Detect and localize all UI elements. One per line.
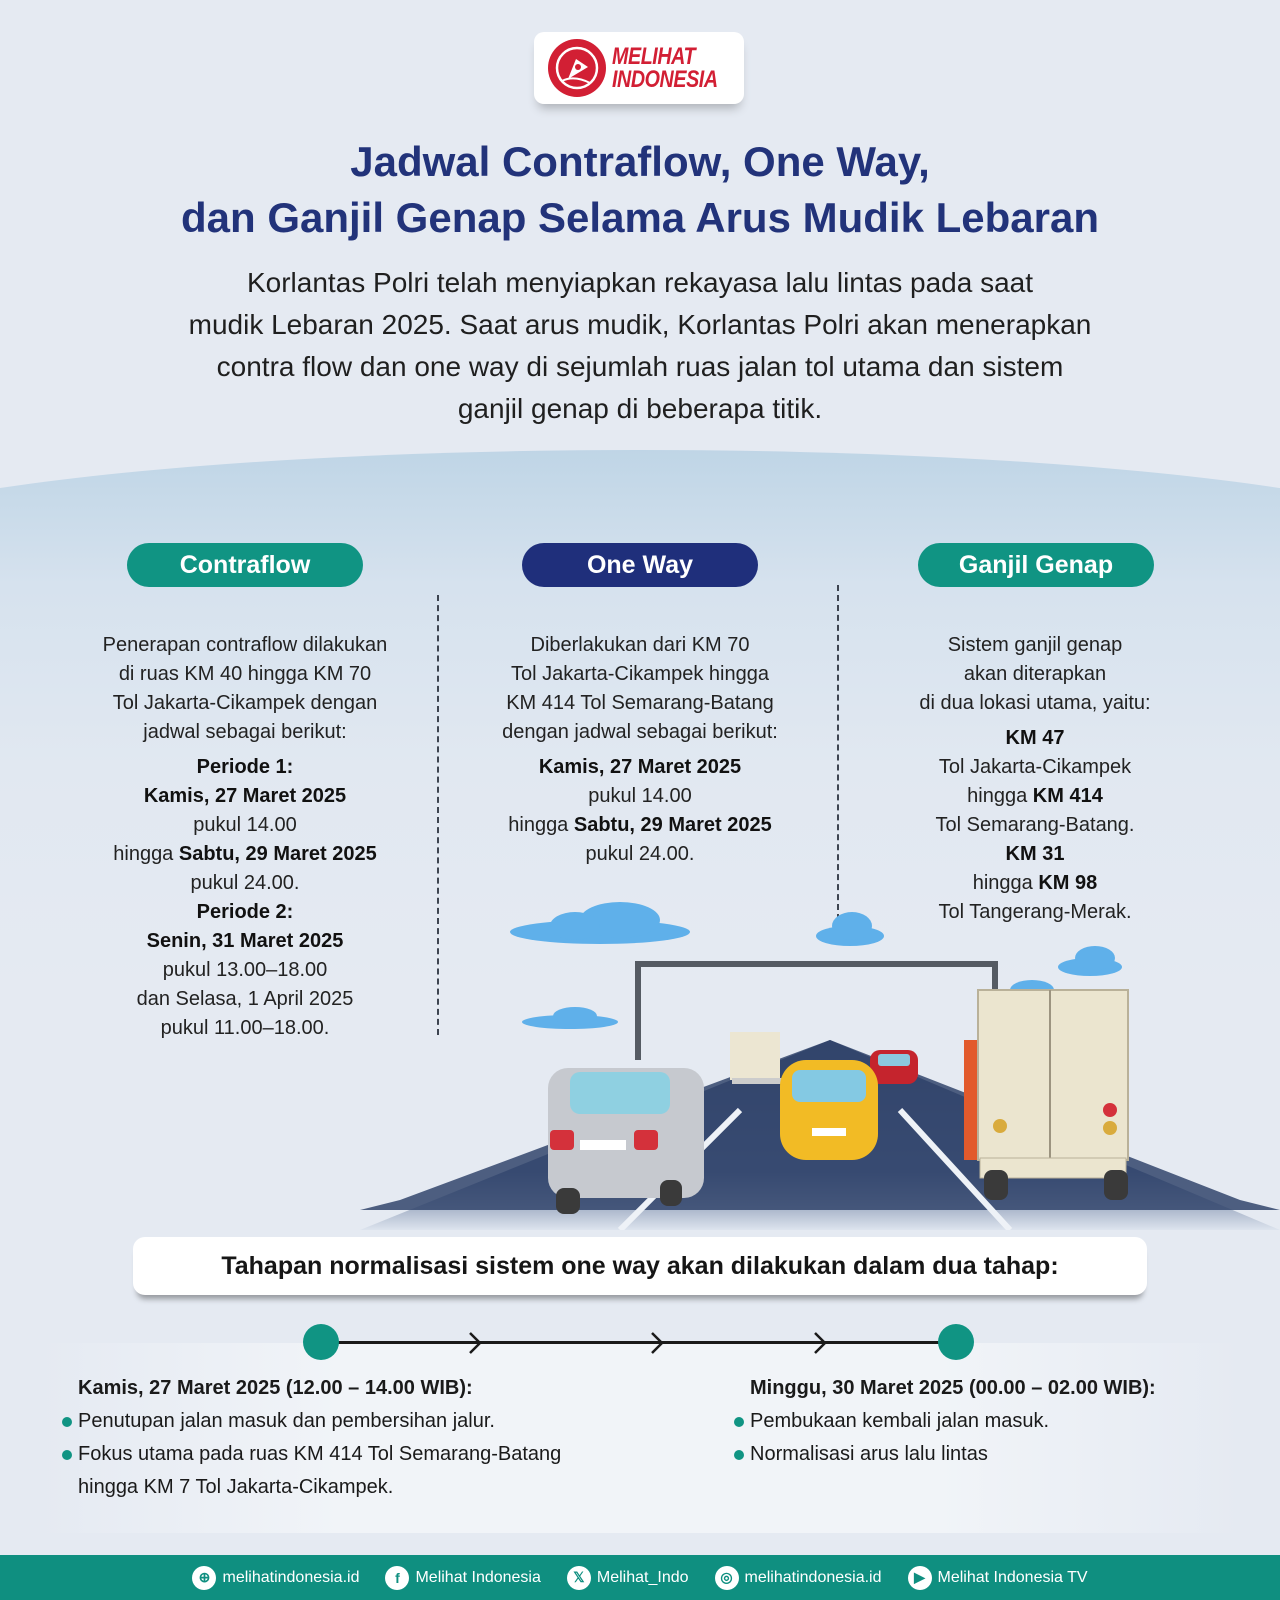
- location-start: KM 31: [1005, 843, 1065, 865]
- ganjilgenap-details: Sistem ganjil genap akan diterapkan di d…: [860, 631, 1210, 927]
- footer-youtube-link[interactable]: ▶ Melihat Indonesia TV: [907, 1565, 1088, 1590]
- desc-line: Diberlakukan dari KM 70: [530, 634, 750, 656]
- period-and-time: pukul 11.00–18.00.: [160, 1017, 330, 1039]
- period-date: Kamis, 27 Maret 2025: [143, 785, 347, 807]
- footer-label: melihatindonesia.id: [744, 1568, 882, 1586]
- period-time: pukul 14.00: [193, 814, 297, 836]
- highway-illustration: [360, 900, 1280, 1233]
- intro-line: ganjil genap di beberapa titik.: [457, 393, 823, 424]
- footer-label: Melihat Indonesia: [415, 1568, 541, 1586]
- desc-line: KM 414 Tol Semarang-Batang: [506, 692, 774, 714]
- timeline: [300, 1322, 980, 1362]
- footer-social-bar: ⊕ melihatindonesia.id f Melihat Indonesi…: [0, 1555, 1280, 1600]
- desc-line: akan diterapkan: [963, 663, 1107, 685]
- until-prefix: hingga: [967, 785, 1033, 807]
- brand-wordmark: MELIHAT INDONESIA: [612, 43, 718, 93]
- footer-x-link[interactable]: 𝕏 Melihat_Indo: [566, 1565, 689, 1590]
- until-prefix: hingga: [113, 843, 179, 865]
- desc-line: di ruas KM 40 hingga KM 70: [118, 663, 372, 685]
- until-date: Sabtu, 29 Maret 2025: [573, 814, 772, 836]
- start-time: pukul 14.00: [588, 785, 692, 807]
- globe-icon: ⊕: [192, 1565, 217, 1590]
- timeline-dot-start: [303, 1324, 339, 1360]
- start-date: Kamis, 27 Maret 2025: [538, 756, 742, 778]
- normalization-banner: Tahapan normalisasi sistem one way akan …: [133, 1237, 1147, 1295]
- intro-line: mudik Lebaran 2025. Saat arus mudik, Kor…: [188, 309, 1092, 340]
- brand-logo: MELIHAT INDONESIA: [534, 32, 744, 104]
- stage-panel: [40, 1343, 1240, 1533]
- location-start: KM 47: [1005, 727, 1065, 749]
- stage-heading: Kamis, 27 Maret 2025 (12.00 – 14.00 WIB)…: [78, 1377, 473, 1399]
- oneway-details: Diberlakukan dari KM 70 Tol Jakarta-Cika…: [465, 631, 815, 869]
- period-date: Senin, 31 Maret 2025: [146, 930, 344, 952]
- location-road: Tol Jakarta-Cikampek: [938, 756, 1132, 778]
- contraflow-badge: Contraflow: [127, 543, 363, 587]
- desc-line: jadwal sebagai berikut:: [143, 721, 347, 743]
- until-prefix: hingga: [972, 872, 1039, 894]
- until-time: pukul 24.00.: [190, 872, 300, 894]
- stage-item: Penutupan jalan masuk dan pembersihan ja…: [60, 1405, 620, 1438]
- location-road: Tol Semarang-Batang.: [935, 814, 1135, 836]
- footer-website-link[interactable]: ⊕ melihatindonesia.id: [192, 1565, 360, 1590]
- oneway-badge: One Way: [522, 543, 758, 587]
- timeline-line: [320, 1341, 960, 1344]
- timeline-dot-end: [938, 1324, 974, 1360]
- until-time: pukul 24.00.: [585, 843, 695, 865]
- footer-instagram-link[interactable]: ◎ melihatindonesia.id: [714, 1565, 882, 1590]
- instagram-icon: ◎: [714, 1565, 739, 1590]
- location-end: KM 98: [1038, 872, 1098, 894]
- stage-item-continued: hingga KM 7 Tol Jakarta-Cikampek.: [78, 1476, 394, 1498]
- intro-line: contra flow dan one way di sejumlah ruas…: [216, 351, 1064, 382]
- fountain-pen-nib-icon: [548, 39, 606, 97]
- until-date: Sabtu, 29 Maret 2025: [178, 843, 377, 865]
- period-label: Periode 1:: [196, 756, 294, 778]
- footer-label: Melihat_Indo: [596, 1568, 689, 1586]
- footer-label: Melihat Indonesia TV: [937, 1568, 1088, 1586]
- facebook-icon: f: [385, 1565, 410, 1590]
- period-and-date: dan Selasa, 1 April 2025: [136, 988, 354, 1010]
- desc-line: Sistem ganjil genap: [947, 634, 1123, 656]
- contraflow-details: Penerapan contraflow dilakukan di ruas K…: [70, 631, 420, 1043]
- location-road: Tol Tangerang-Merak.: [938, 901, 1132, 923]
- chevron-right-icon: [651, 1332, 664, 1354]
- desc-line: di dua lokasi utama, yaitu:: [919, 692, 1151, 714]
- desc-line: Tol Jakarta-Cikampek hingga: [511, 663, 769, 685]
- youtube-icon: ▶: [907, 1565, 932, 1590]
- column-divider: [837, 585, 839, 930]
- page-title: Jadwal Contraflow, One Way, dan Ganjil G…: [0, 134, 1280, 246]
- column-divider: [437, 595, 439, 1035]
- desc-line: Tol Jakarta-Cikampek dengan: [112, 692, 378, 714]
- chevron-right-icon: [469, 1332, 482, 1354]
- brand-line2: INDONESIA: [612, 66, 718, 93]
- period-label: Periode 2:: [196, 901, 294, 923]
- stage-heading: Minggu, 30 Maret 2025 (00.00 – 02.00 WIB…: [750, 1377, 1156, 1399]
- stage-2: Minggu, 30 Maret 2025 (00.00 – 02.00 WIB…: [732, 1372, 1232, 1471]
- until-prefix: hingga: [508, 814, 574, 836]
- stage-item: Fokus utama pada ruas KM 414 Tol Semaran…: [60, 1438, 620, 1471]
- chevron-right-icon: [814, 1332, 827, 1354]
- period-time: pukul 13.00–18.00: [162, 959, 328, 981]
- footer-label: melihatindonesia.id: [222, 1568, 360, 1586]
- stage-1: Kamis, 27 Maret 2025 (12.00 – 14.00 WIB)…: [60, 1372, 620, 1504]
- desc-line: Penerapan contraflow dilakukan: [102, 634, 388, 656]
- intro-paragraph: Korlantas Polri telah menyiapkan rekayas…: [140, 262, 1140, 430]
- stage-item: Pembukaan kembali jalan masuk.: [732, 1405, 1232, 1438]
- location-end: KM 414: [1032, 785, 1103, 807]
- brand-line1: MELIHAT: [612, 43, 696, 70]
- title-line-1: Jadwal Contraflow, One Way,: [350, 138, 930, 185]
- ganjilgenap-badge: Ganjil Genap: [918, 543, 1154, 587]
- footer-facebook-link[interactable]: f Melihat Indonesia: [385, 1565, 541, 1590]
- desc-line: dengan jadwal sebagai berikut:: [502, 721, 778, 743]
- x-icon: 𝕏: [566, 1565, 591, 1590]
- title-line-2: dan Ganjil Genap Selama Arus Mudik Lebar…: [180, 194, 1099, 241]
- stage-item: Normalisasi arus lalu lintas: [732, 1438, 1232, 1471]
- intro-line: Korlantas Polri telah menyiapkan rekayas…: [246, 267, 1033, 298]
